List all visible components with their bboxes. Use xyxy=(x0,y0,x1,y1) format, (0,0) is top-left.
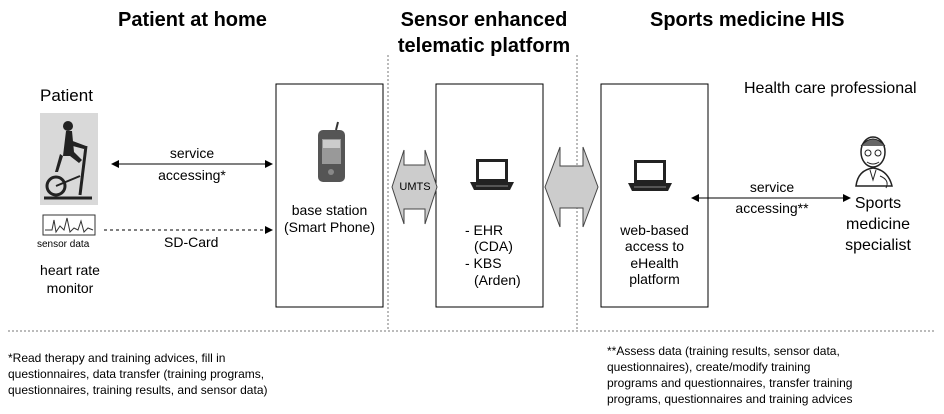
platform-his-arrow xyxy=(544,146,599,228)
his-laptop-icon xyxy=(628,160,672,191)
service-accessing-left-line1: service xyxy=(169,145,215,161)
smart-phone-icon xyxy=(318,121,345,182)
service-accessing-left-line2: accessing* xyxy=(158,167,226,183)
his-box-line3: eHealth xyxy=(630,255,679,271)
base-station-line1: base station xyxy=(291,202,368,218)
header-sports-medicine-his: Sports medicine HIS xyxy=(650,9,845,31)
platform-ehr-line1: - EHR xyxy=(465,222,504,238)
specialist-line2: medicine xyxy=(845,216,911,233)
his-box xyxy=(600,83,709,308)
sdcard-label: SD-Card xyxy=(164,234,219,250)
base-station-box xyxy=(275,83,384,308)
footnote-right-line4: programs, questionnaires and training ad… xyxy=(607,392,853,406)
umts-arrow xyxy=(391,149,438,225)
platform-box xyxy=(435,83,544,308)
footnote-right-line2: questionnaires), create/modify training xyxy=(607,360,811,374)
heart-rate-monitor-line2: monitor xyxy=(46,280,94,296)
specialist-line1: Sports xyxy=(854,195,902,212)
footnote-left-line3: questionnaires, training results, and se… xyxy=(8,383,268,397)
patient-bike-icon xyxy=(40,113,98,205)
platform-laptop-icon xyxy=(470,159,514,190)
sensor-data-label: sensor data xyxy=(37,239,90,250)
platform-kbs-line2: (Arden) xyxy=(474,272,521,288)
footnote-right-line1: **Assess data (training results, sensor … xyxy=(607,344,840,358)
his-box-line2: access to xyxy=(624,238,685,254)
specialist-line3: specialist xyxy=(845,237,911,254)
heart-rate-monitor-line1: heart rate xyxy=(40,262,100,278)
his-box-line1: web-based xyxy=(620,222,689,238)
base-station-line2: (Smart Phone) xyxy=(283,219,376,235)
header-platform-line2: telematic platform xyxy=(397,35,571,57)
header-patient-at-home: Patient at home xyxy=(118,9,267,31)
header-platform-line1: Sensor enhanced xyxy=(400,9,568,31)
heart-rate-sensor-icon xyxy=(42,214,96,236)
service-accessing-right-line2: accessing** xyxy=(735,200,809,216)
platform-ehr-line2: (CDA) xyxy=(474,238,513,254)
patient-label: Patient xyxy=(40,86,93,105)
health-care-professional-label: Health care professional xyxy=(744,80,917,97)
umts-label: UMTS xyxy=(399,181,431,193)
service-accessing-right-line1: service xyxy=(749,179,795,195)
footnote-right-line3: programs and questionnaires, transfer tr… xyxy=(607,376,853,390)
his-box-line4: platform xyxy=(629,271,680,287)
footnote-left-line2: questionnaires, data transfer (training … xyxy=(8,367,265,381)
doctor-icon xyxy=(855,136,893,189)
footnote-left-line1: *Read therapy and training advices, fill… xyxy=(8,351,226,365)
platform-kbs-line1: - KBS xyxy=(465,255,502,271)
